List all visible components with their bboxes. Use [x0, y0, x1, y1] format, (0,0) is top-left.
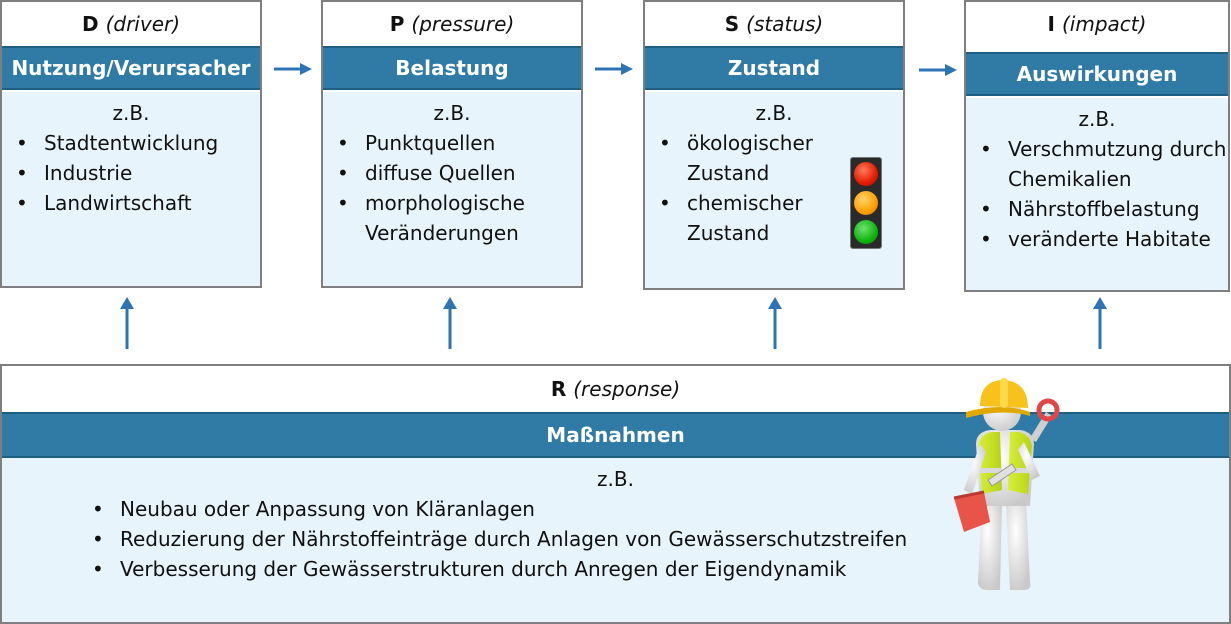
impact-zb: z.B.	[1078, 107, 1116, 131]
pressure-code: P	[389, 12, 405, 36]
response-word: (response)	[573, 377, 681, 401]
list-item: veränderte Habitate	[978, 224, 1228, 254]
status-code: S	[724, 12, 740, 36]
list-item: diffuse Quellen	[335, 158, 581, 188]
driver-list: Stadtentwicklung Industrie Landwirtschaf…	[2, 128, 260, 218]
status-body: z.B. ökologischer Zustand chemischer Zus…	[645, 92, 903, 288]
status-list: ökologischer Zustand chemischer Zustand	[645, 128, 847, 248]
arrow-icon	[1093, 297, 1107, 349]
driver-code: D	[81, 12, 99, 36]
pressure-list: Punktquellen diffuse Quellen morphologis…	[323, 128, 581, 248]
list-item: chemischer Zustand	[657, 188, 847, 248]
driver-zb: z.B.	[112, 101, 150, 125]
list-item: Industrie	[14, 158, 260, 188]
arrow-icon	[919, 64, 957, 76]
response-code: R	[550, 377, 567, 401]
pressure-word: (pressure)	[411, 12, 515, 36]
driver-title: Nutzung/Verursacher	[2, 46, 260, 90]
red-light-icon	[854, 162, 878, 186]
status-zb: z.B.	[755, 101, 793, 125]
list-item: morphologische Veränderungen	[335, 188, 581, 248]
status-title: Zustand	[645, 46, 903, 90]
driver-body: z.B. Stadtentwicklung Industrie Landwirt…	[2, 92, 260, 286]
arrow-icon	[120, 297, 134, 349]
green-light-icon	[854, 220, 878, 244]
pressure-header: P (pressure)	[323, 2, 581, 46]
driver-box: D (driver) Nutzung/Verursacher z.B. Stad…	[0, 0, 262, 288]
impact-header: I (impact)	[966, 2, 1228, 46]
traffic-light-icon	[851, 158, 881, 248]
impact-title: Auswirkungen	[966, 52, 1228, 96]
impact-code: I	[1047, 12, 1055, 36]
list-item: Stadtentwicklung	[14, 128, 260, 158]
response-zb: z.B.	[597, 467, 634, 491]
impact-word: (impact)	[1062, 12, 1147, 36]
arrow-icon	[768, 297, 782, 349]
list-item: ökologischer Zustand	[657, 128, 847, 188]
pressure-body: z.B. Punktquellen diffuse Quellen morpho…	[323, 92, 581, 286]
list-item: Verbesserung der Gewässerstrukturen durc…	[90, 554, 1229, 584]
pressure-title: Belastung	[323, 46, 581, 90]
pressure-box: P (pressure) Belastung z.B. Punktquellen…	[321, 0, 583, 288]
list-item: Punktquellen	[335, 128, 581, 158]
impact-list: Verschmutzung durch Chemikalien Nährstof…	[966, 134, 1228, 254]
status-header: S (status)	[645, 2, 903, 46]
status-word: (status)	[746, 12, 824, 36]
driver-word: (driver)	[105, 12, 181, 36]
list-item: Neubau oder Anpassung von Kläranlagen	[90, 494, 1229, 524]
driver-header: D (driver)	[2, 2, 260, 46]
impact-box: I (impact) Auswirkungen z.B. Verschmutzu…	[964, 0, 1230, 292]
impact-body: z.B. Verschmutzung durch Chemikalien Näh…	[966, 98, 1228, 290]
response-list: Neubau oder Anpassung von Kläranlagen Re…	[2, 494, 1229, 584]
list-item: Nährstoffbelastung	[978, 194, 1228, 224]
arrow-icon	[274, 63, 312, 75]
status-box: S (status) Zustand z.B. ökologischer Zus…	[643, 0, 905, 290]
construction-worker-figure	[953, 378, 1060, 590]
amber-light-icon	[854, 191, 878, 215]
list-item: Reduzierung der Nährstoffeinträge durch …	[90, 524, 1229, 554]
list-item: Verschmutzung durch Chemikalien	[978, 134, 1228, 194]
list-item: Landwirtschaft	[14, 188, 260, 218]
pressure-zb: z.B.	[433, 101, 471, 125]
arrow-icon	[443, 297, 457, 349]
arrow-icon	[595, 63, 633, 75]
